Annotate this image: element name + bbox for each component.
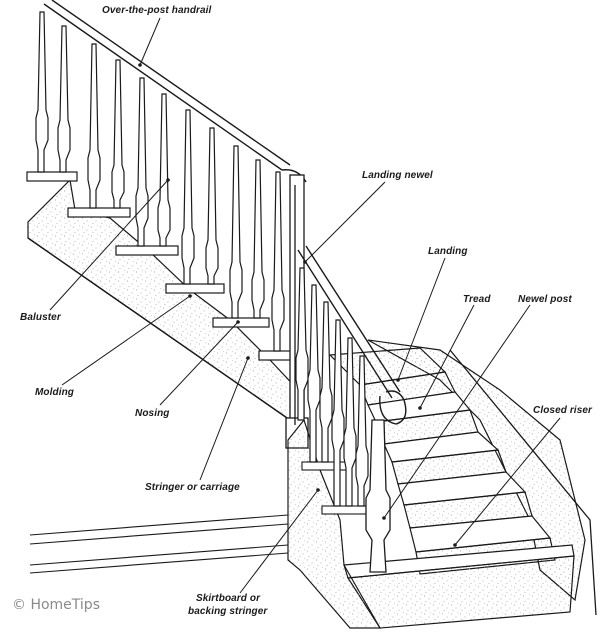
upper-balusters (35, 11, 285, 352)
label-landing: Landing (428, 246, 468, 257)
leader-nosing (159, 321, 239, 406)
leader-lines (49, 17, 561, 594)
leader-closed-riser (454, 417, 561, 546)
label-skirtboard-line1: Skirtboard or (196, 593, 261, 604)
label-molding: Molding (35, 387, 75, 398)
upper-stringer-underside (27, 237, 291, 421)
leader-handrail (139, 17, 161, 66)
label-newel-post: Newel post (518, 294, 572, 305)
label-tread: Tread (463, 294, 491, 305)
label-baluster: Baluster (20, 312, 61, 323)
label-handrail: Over-the-post handrail (102, 5, 212, 16)
label-nosing: Nosing (135, 408, 170, 419)
leader-molding (61, 295, 191, 386)
newel-post (365, 419, 391, 573)
upper-handrail (43, 0, 307, 183)
leader-tread (419, 304, 475, 409)
lower-handrail (297, 245, 407, 425)
lower-stairs (343, 371, 575, 629)
lower-balusters (295, 267, 369, 507)
leader-baluster (49, 179, 169, 311)
leader-stringer (199, 357, 249, 481)
label-skirtboard-line2: backing stringer (188, 606, 268, 617)
label-stringer: Stringer or carriage (145, 482, 240, 493)
label-landing-newel: Landing newel (362, 170, 433, 181)
right-wall-edge (449, 349, 597, 616)
base-molding (29, 514, 289, 574)
label-closed-riser: Closed riser (533, 405, 593, 416)
leader-landing-newel (304, 181, 386, 263)
leader-skirtboard (239, 489, 319, 594)
copyright-credit: © HomeTips (12, 597, 100, 613)
leader-dots (138, 63, 457, 547)
leader-landing (397, 257, 446, 381)
leader-newel-post (383, 304, 531, 519)
